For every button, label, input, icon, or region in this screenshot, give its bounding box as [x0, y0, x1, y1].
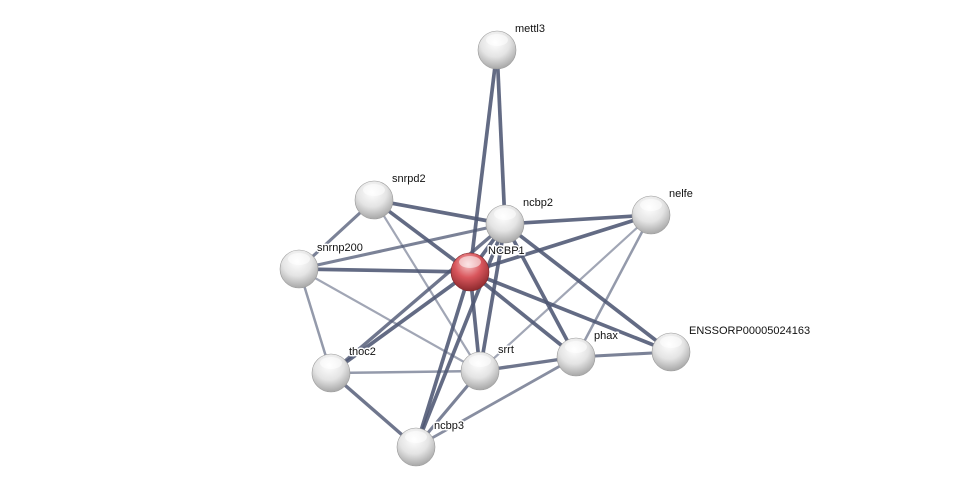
edge-NCBP1-thoc2[interactable]	[329, 270, 472, 375]
edge-ncbp2-phax[interactable]	[503, 223, 578, 358]
node-highlight	[565, 341, 587, 353]
node-snrnp200[interactable]: snrnp200	[279, 241, 364, 289]
node-label: mettl3	[515, 23, 545, 35]
edge-nelfe-srrt[interactable]	[479, 214, 652, 372]
edge-mettl3-NCBP1[interactable]	[468, 49, 499, 273]
node-highlight	[405, 431, 427, 443]
node-label: ncbp3	[434, 420, 464, 432]
edge-NCBP1-phax[interactable]	[468, 270, 578, 359]
edge-thoc2-srrt[interactable]	[330, 369, 481, 375]
node-highlight	[640, 199, 662, 211]
edge-ncbp2-srrt[interactable]	[478, 223, 507, 372]
node-label: snrnp200	[317, 242, 363, 254]
node-highlight	[288, 253, 310, 265]
node-label: phax	[594, 330, 618, 342]
edge-NCBP1-ncbp3[interactable]	[414, 271, 472, 448]
node-label: ncbp2	[523, 197, 553, 209]
edge-phax-ncbp3[interactable]	[415, 355, 577, 449]
node-highlight	[486, 34, 508, 46]
node-highlight	[469, 355, 491, 367]
edge-ncbp2-ncbp3[interactable]	[414, 223, 507, 448]
node-label: ENSSORP00005024163	[689, 325, 810, 337]
node-srrt[interactable]: srrt	[460, 343, 515, 391]
node-highlight	[459, 256, 481, 268]
edge-ncbp2-ENSSORP00005024163[interactable]	[503, 222, 673, 354]
node-thoc2[interactable]: thoc2	[311, 345, 377, 393]
node-mettl3[interactable]: mettl3	[477, 22, 546, 70]
edge-ncbp2-nelfe[interactable]	[504, 213, 652, 226]
node-highlight	[320, 357, 342, 369]
edge-nelfe-phax[interactable]	[574, 214, 653, 358]
edge-NCBP1-ENSSORP00005024163[interactable]	[469, 270, 672, 354]
node-label: NCBP1	[488, 245, 525, 257]
edge-snrpd2-NCBP1[interactable]	[372, 198, 472, 274]
node-highlight	[363, 184, 385, 196]
edge-snrnp200-ncbp2[interactable]	[298, 222, 506, 271]
node-highlight	[660, 336, 682, 348]
edge-snrnp200-NCBP1[interactable]	[298, 267, 471, 274]
node-label: srrt	[498, 344, 514, 356]
node-NCBP1[interactable]: NCBP1	[450, 244, 526, 292]
node-phax[interactable]: phax	[556, 329, 620, 377]
node-label: thoc2	[349, 346, 376, 358]
edge-snrnp200-srrt[interactable]	[298, 268, 481, 372]
node-ncbp2[interactable]: ncbp2	[485, 196, 554, 244]
edge-NCBP1-nelfe[interactable]	[469, 213, 652, 274]
node-ncbp3[interactable]: ncbp3	[396, 419, 465, 467]
node-nelfe[interactable]: nelfe	[631, 187, 694, 235]
edge-snrpd2-srrt[interactable]	[373, 199, 481, 372]
edge-ncbp2-thoc2[interactable]	[329, 222, 507, 375]
node-label: nelfe	[669, 188, 693, 200]
node-ENSSORP00005024163[interactable]: ENSSORP00005024163	[651, 324, 812, 372]
edge-snrpd2-ncbp2[interactable]	[373, 198, 506, 226]
edge-mettl3-ncbp2[interactable]	[495, 49, 507, 225]
node-highlight	[494, 208, 516, 220]
node-snrpd2[interactable]: snrpd2	[354, 172, 427, 220]
node-label: snrpd2	[392, 173, 426, 185]
